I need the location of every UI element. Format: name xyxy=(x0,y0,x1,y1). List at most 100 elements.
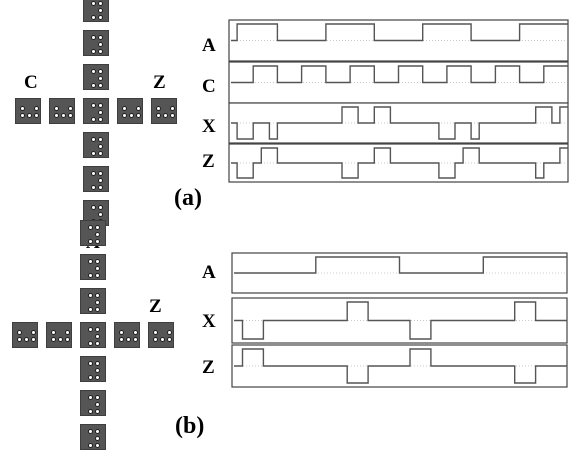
electrode-dot xyxy=(98,49,103,54)
electrode-dot xyxy=(17,337,22,342)
electrode-dot xyxy=(122,113,127,118)
electrode-dot xyxy=(98,178,103,183)
electrode-dot xyxy=(122,106,127,111)
electrode-dot xyxy=(95,395,100,400)
electrode-dot xyxy=(88,225,93,230)
electrode-dot xyxy=(95,266,100,271)
electrode-tile xyxy=(83,0,109,22)
electrode-dot xyxy=(91,171,96,176)
electrode-dot xyxy=(95,239,100,244)
electrode-dot xyxy=(136,106,141,111)
electrode-tile xyxy=(148,322,174,348)
electrode-tile xyxy=(117,98,143,124)
trace-a-label-0: A xyxy=(202,35,216,56)
electrode-tile xyxy=(151,98,177,124)
electrode-tile-center xyxy=(83,98,109,124)
electrode-dot xyxy=(20,113,25,118)
electrode-dot xyxy=(88,293,93,298)
electrode-dot xyxy=(24,337,29,342)
electrode-dot xyxy=(91,205,96,210)
electrode-dot xyxy=(136,113,141,118)
electrode-dot xyxy=(95,368,100,373)
electrode-tile xyxy=(80,390,106,416)
electrode-tile xyxy=(12,322,38,348)
trace-a-wave-2 xyxy=(231,106,568,140)
electrode-dot xyxy=(170,106,175,111)
trace-b-wave-0 xyxy=(234,256,567,274)
trace-b-label-0: A xyxy=(202,262,216,283)
electrode-dot xyxy=(31,337,36,342)
electrode-dot xyxy=(167,337,172,342)
electrode-dot xyxy=(51,330,56,335)
electrode-dot xyxy=(98,205,103,210)
electrode-tile xyxy=(83,132,109,158)
electrode-dot xyxy=(98,110,103,115)
electrode-dot xyxy=(95,259,100,264)
electrode-dot xyxy=(95,436,100,441)
electrode-tile xyxy=(46,322,72,348)
electrode-dot xyxy=(61,113,66,118)
electrode-dot xyxy=(98,42,103,47)
array-a-right-label: Z xyxy=(153,72,166,93)
electrode-tile xyxy=(15,98,41,124)
electrode-dot xyxy=(133,337,138,342)
electrode-dot xyxy=(98,1,103,6)
electrode-dot xyxy=(98,103,103,108)
electrode-dot xyxy=(88,307,93,312)
electrode-dot xyxy=(156,113,161,118)
electrode-dot xyxy=(65,337,70,342)
electrode-dot xyxy=(119,330,124,335)
electrode-dot xyxy=(126,337,131,342)
electrode-dot xyxy=(68,106,73,111)
electrode-dot xyxy=(34,106,39,111)
electrode-dot xyxy=(54,113,59,118)
electrode-dot xyxy=(88,375,93,380)
trace-b-label-1: X xyxy=(202,311,216,332)
electrode-tile-center xyxy=(80,322,106,348)
electrode-dot xyxy=(88,259,93,264)
electrode-dot xyxy=(91,35,96,40)
electrode-dot xyxy=(95,327,100,332)
electrode-dot xyxy=(31,330,36,335)
electrode-dot xyxy=(68,113,73,118)
electrode-dot xyxy=(17,330,22,335)
electrode-dot xyxy=(91,69,96,74)
electrode-dot xyxy=(98,185,103,190)
electrode-dot xyxy=(119,337,124,342)
electrode-dot xyxy=(98,171,103,176)
electrode-tile xyxy=(80,356,106,382)
electrode-dot xyxy=(88,361,93,366)
electrode-dot xyxy=(98,15,103,20)
trace-a-label-3: Z xyxy=(202,151,215,172)
electrode-dot xyxy=(153,337,158,342)
electrode-dot xyxy=(91,185,96,190)
electrode-dot xyxy=(95,334,100,339)
electrode-dot xyxy=(98,117,103,122)
electrode-dot xyxy=(27,113,32,118)
electrode-dot xyxy=(65,330,70,335)
electrode-dot xyxy=(129,113,134,118)
figure-a-label: (a) xyxy=(174,185,202,211)
electrode-dot xyxy=(98,8,103,13)
trace-b-wave-2 xyxy=(234,348,567,384)
electrode-dot xyxy=(95,273,100,278)
electrode-dot xyxy=(34,113,39,118)
electrode-dot xyxy=(88,429,93,434)
electrode-dot xyxy=(98,137,103,142)
electrode-dot xyxy=(88,341,93,346)
trace-a-wave-1 xyxy=(231,65,568,84)
electrode-dot xyxy=(88,443,93,448)
trace-a-label-1: C xyxy=(202,76,216,97)
electrode-dot xyxy=(51,337,56,342)
electrode-dot xyxy=(95,300,100,305)
electrode-dot xyxy=(153,330,158,335)
electrode-dot xyxy=(58,337,63,342)
trace-a-wave-0 xyxy=(231,23,568,42)
electrode-dot xyxy=(88,327,93,332)
figure-b-label: (b) xyxy=(175,413,205,439)
electrode-dot xyxy=(88,409,93,414)
trace-b-label-2: Z xyxy=(202,357,215,378)
electrode-dot xyxy=(163,113,168,118)
electrode-dot xyxy=(95,409,100,414)
electrode-tile xyxy=(83,64,109,90)
